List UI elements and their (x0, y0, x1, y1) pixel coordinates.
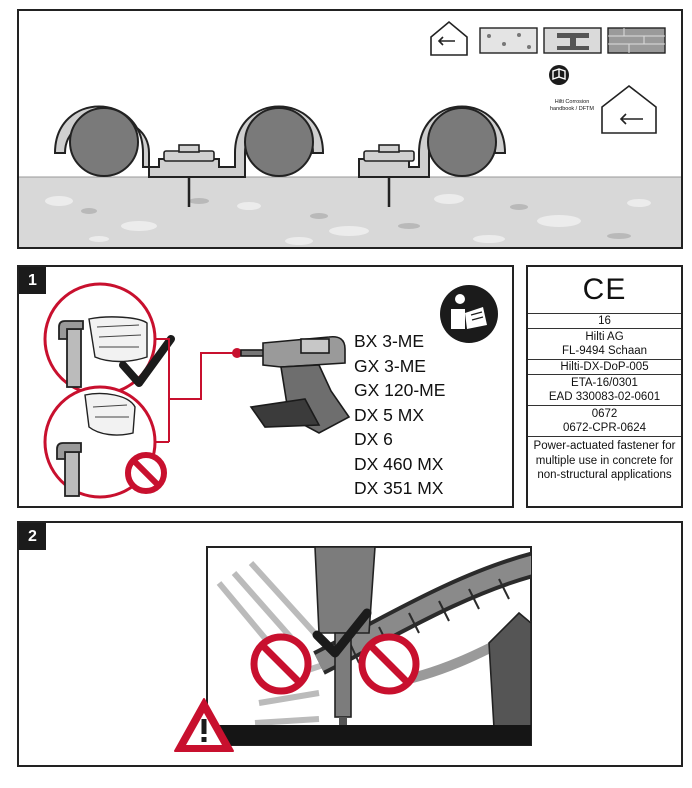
tool-model-item: BX 3-ME (354, 331, 425, 351)
tool-compatibility-illustration (43, 282, 498, 499)
read-manual-icon (440, 285, 498, 343)
prohibited-icon (250, 633, 312, 695)
cert-address: FL-9494 Schaan (561, 345, 648, 357)
clip-installation-illustration (19, 20, 681, 247)
tool-model-item: GX 120-ME (354, 380, 446, 400)
cert-cpr: 0672-CPR-0624 (562, 422, 647, 434)
check-icon (312, 608, 372, 658)
cert-description: Power-actuated fastener for multiple use… (533, 440, 676, 481)
cert-notified-body: 0672 (591, 408, 618, 420)
step-1-panel: 1 BX 3-ME GX 3-ME GX 120-ME DX 5 MX DX 6… (17, 265, 514, 508)
tool-model-item: DX 351 MX (354, 478, 444, 498)
cert-year: 16 (528, 314, 681, 329)
ce-mark: CE (528, 267, 681, 314)
cert-manufacturer: Hilti AG (585, 331, 624, 343)
handbook-label: Hilti Corrosion handbook / DFTM (539, 99, 605, 112)
handbook-label-line1: Hilti Corrosion (554, 99, 590, 105)
cert-eta-block: ETA-16/0301 EAD 330083-02-0601 (528, 375, 681, 406)
ce-certification-panel: CE 16 Hilti AG FL-9494 Schaan Hilti-DX-D… (526, 265, 683, 508)
cert-notified-block: 0672 0672-CPR-0624 (528, 406, 681, 437)
check-icon (119, 335, 175, 387)
cert-eta: ETA-16/0301 (571, 377, 638, 389)
prohibited-icon (125, 452, 167, 494)
prohibited-icon (358, 633, 420, 695)
tool-model-item: DX 6 (354, 429, 393, 449)
step-2-badge: 2 (19, 523, 46, 550)
warning-icon (174, 698, 234, 752)
cert-ead: EAD 330083-02-0601 (548, 391, 661, 403)
handbook-label-line2: handbook / DFTM (549, 105, 595, 112)
step-1-badge: 1 (19, 267, 46, 294)
step-2-panel: 2 (17, 521, 683, 767)
cert-manufacturer-block: Hilti AG FL-9494 Schaan (528, 329, 681, 360)
tool-model-item: DX 5 MX (354, 404, 425, 425)
cert-dop: Hilti-DX-DoP-005 (528, 360, 681, 375)
tool-model-item: DX 460 MX (354, 453, 444, 474)
installation-overview-panel: Hilti Corrosion handbook / DFTM (17, 9, 683, 249)
tool-model-item: GX 3-ME (354, 355, 426, 376)
compatible-tool-list: BX 3-ME GX 3-ME GX 120-ME DX 5 MX DX 6 D… (354, 329, 445, 501)
fastening-angle-illustration (174, 546, 532, 752)
